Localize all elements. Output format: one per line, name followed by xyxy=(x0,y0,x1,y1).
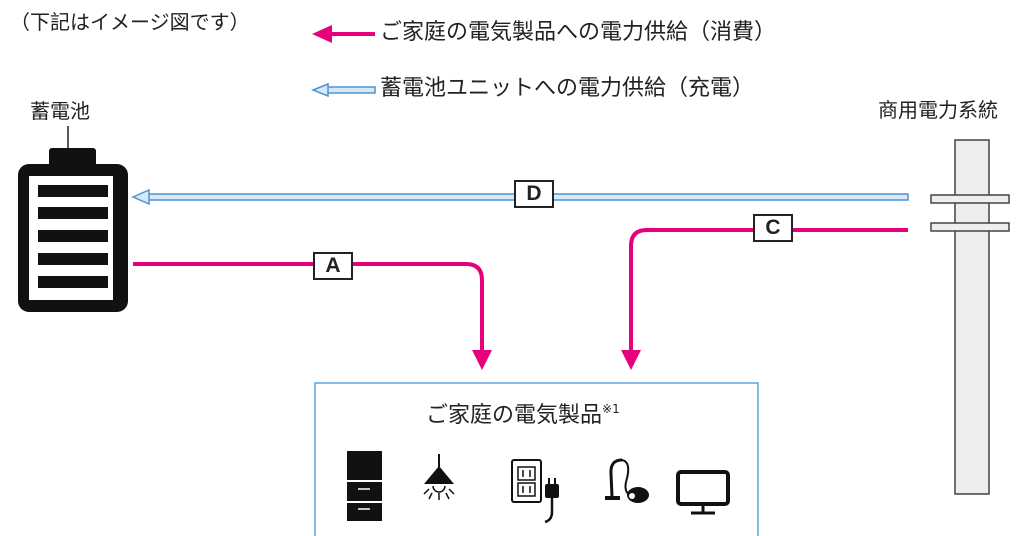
flow-a-tag: A xyxy=(313,252,353,280)
legend-charge-label: 蓄電池ユニットへの電力供給（充電） xyxy=(380,76,755,101)
flow-c-consumption-arrow xyxy=(621,228,908,370)
utility-pole-icon xyxy=(930,139,1010,495)
refrigerator-icon xyxy=(347,451,382,521)
flow-a-consumption-arrow xyxy=(133,262,492,370)
ceiling-light-icon xyxy=(423,454,455,500)
vacuum-cleaner-icon xyxy=(605,458,649,503)
legend-consumption-arrow xyxy=(312,25,375,43)
tv-icon xyxy=(676,470,730,515)
outlet-plug-icon xyxy=(511,459,559,524)
legend-consumption-label: ご家庭の電気製品への電力供給（消費） xyxy=(380,20,777,45)
diagram-note: （下記はイメージ図です） xyxy=(10,10,250,34)
flow-c-tag: C xyxy=(753,214,793,242)
grid-label: 商用電力系統 xyxy=(878,98,998,122)
battery-label: 蓄電池 xyxy=(30,99,90,123)
appliances-footnote: ※1 xyxy=(602,402,620,416)
appliances-title-text: ご家庭の電気製品 xyxy=(426,403,603,428)
appliances-title: ご家庭の電気製品※1 xyxy=(426,403,620,427)
battery-icon xyxy=(18,126,128,312)
flow-d-tag: D xyxy=(514,180,554,208)
legend-charge-arrow xyxy=(310,82,376,98)
